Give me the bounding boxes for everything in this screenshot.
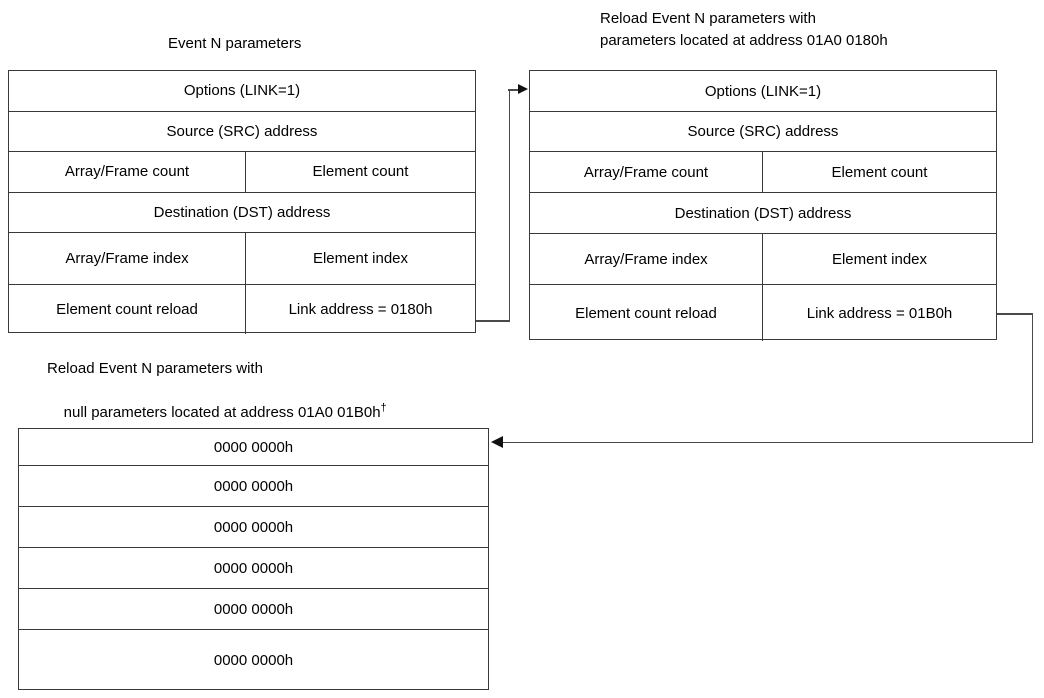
left-table-cell: Link address = 0180h: [288, 300, 433, 318]
left-table-cell: Element count reload: [9, 284, 246, 334]
right-table-cell: Element index: [831, 250, 928, 268]
right-table-cell: Array/Frame count: [530, 152, 763, 192]
left-table-cell: Element count: [312, 163, 409, 181]
bottom-table-cell: 0000 0000h: [213, 438, 294, 456]
connector1-segment-vertical: [508, 89, 510, 322]
left-table-row: Array/Frame index Element index: [9, 233, 475, 285]
caption-null-params-line2: null parameters located at address 01A0 …: [47, 380, 387, 446]
caption-null-params-line1: Reload Event N parameters with: [47, 360, 263, 377]
right-table-cell: Element count: [831, 163, 928, 181]
connector1-arrowhead: [518, 84, 528, 94]
right-table-row: Source (SRC) address: [530, 112, 996, 152]
bottom-table-cell: 0000 0000h: [213, 652, 294, 669]
caption-reload-params-line1: Reload Event N parameters with: [600, 10, 816, 27]
caption-event-n-parameters: Event N parameters: [168, 35, 302, 52]
bottom-table-cell: 0000 0000h: [213, 600, 294, 618]
left-table-row: Element count reload Link address = 0180h: [9, 284, 475, 334]
left-table-row: Source (SRC) address: [9, 112, 475, 152]
footnote-dagger-marker: †: [380, 402, 387, 414]
bottom-table-cell: 0000 0000h: [213, 477, 294, 495]
left-table-cell: Element index: [312, 249, 409, 267]
bottom-table-cell: 0000 0000h: [213, 518, 294, 536]
caption-null-params-address: null parameters located at address 01A0 …: [63, 404, 381, 421]
left-table-cell: Array/Frame index: [9, 233, 246, 284]
left-table-row: Destination (DST) address: [9, 193, 475, 233]
right-table-cell: Array/Frame index: [530, 234, 763, 284]
right-table-row: Array/Frame count Element count: [530, 152, 996, 193]
right-table-cell: Destination (DST) address: [674, 204, 852, 222]
right-table-cell: Link address = 01B0h: [806, 304, 953, 322]
connector1-segment-bottom: [476, 320, 510, 322]
right-table-row: Destination (DST) address: [530, 193, 996, 234]
bottom-table-row: 0000 0000h: [19, 507, 488, 548]
null-parameters-table: 0000 0000h 0000 0000h 0000 0000h 0000 0000h…: [18, 428, 489, 690]
right-table-cell: Options (LINK=1): [704, 82, 822, 100]
left-table-cell: Destination (DST) address: [153, 203, 331, 221]
right-table-row: Element count reload Link address = 01B0h: [530, 285, 996, 341]
left-table-row: Options (LINK=1): [9, 71, 475, 112]
connector1-segment-top: [508, 89, 524, 91]
bottom-table-row: 0000 0000h: [19, 589, 488, 630]
right-table-row: Array/Frame index Element index: [530, 234, 996, 285]
connector2-segment-vertical: [1031, 313, 1033, 443]
bottom-table-row: 0000 0000h: [19, 429, 488, 466]
bottom-table-row: 0000 0000h: [19, 466, 488, 507]
right-table-cell: Source (SRC) address: [687, 123, 839, 140]
bottom-table-cell: 0000 0000h: [213, 559, 294, 577]
connector2-arrowhead: [491, 436, 503, 448]
right-table-cell: Element count reload: [530, 285, 763, 341]
right-table-row: Options (LINK=1): [530, 71, 996, 112]
left-table-cell: Source (SRC) address: [166, 122, 318, 140]
connector2-segment-bottom: [503, 441, 1032, 443]
bottom-table-row: 0000 0000h: [19, 548, 488, 589]
left-table-cell: Array/Frame count: [9, 152, 246, 192]
bottom-table-row: 0000 0000h: [19, 630, 488, 691]
connector2-segment-top: [997, 313, 1033, 315]
left-table-cell: Options (LINK=1): [183, 82, 301, 100]
left-table-row: Array/Frame count Element count: [9, 152, 475, 193]
caption-reload-params-line2: parameters located at address 01A0 0180h: [600, 32, 888, 49]
